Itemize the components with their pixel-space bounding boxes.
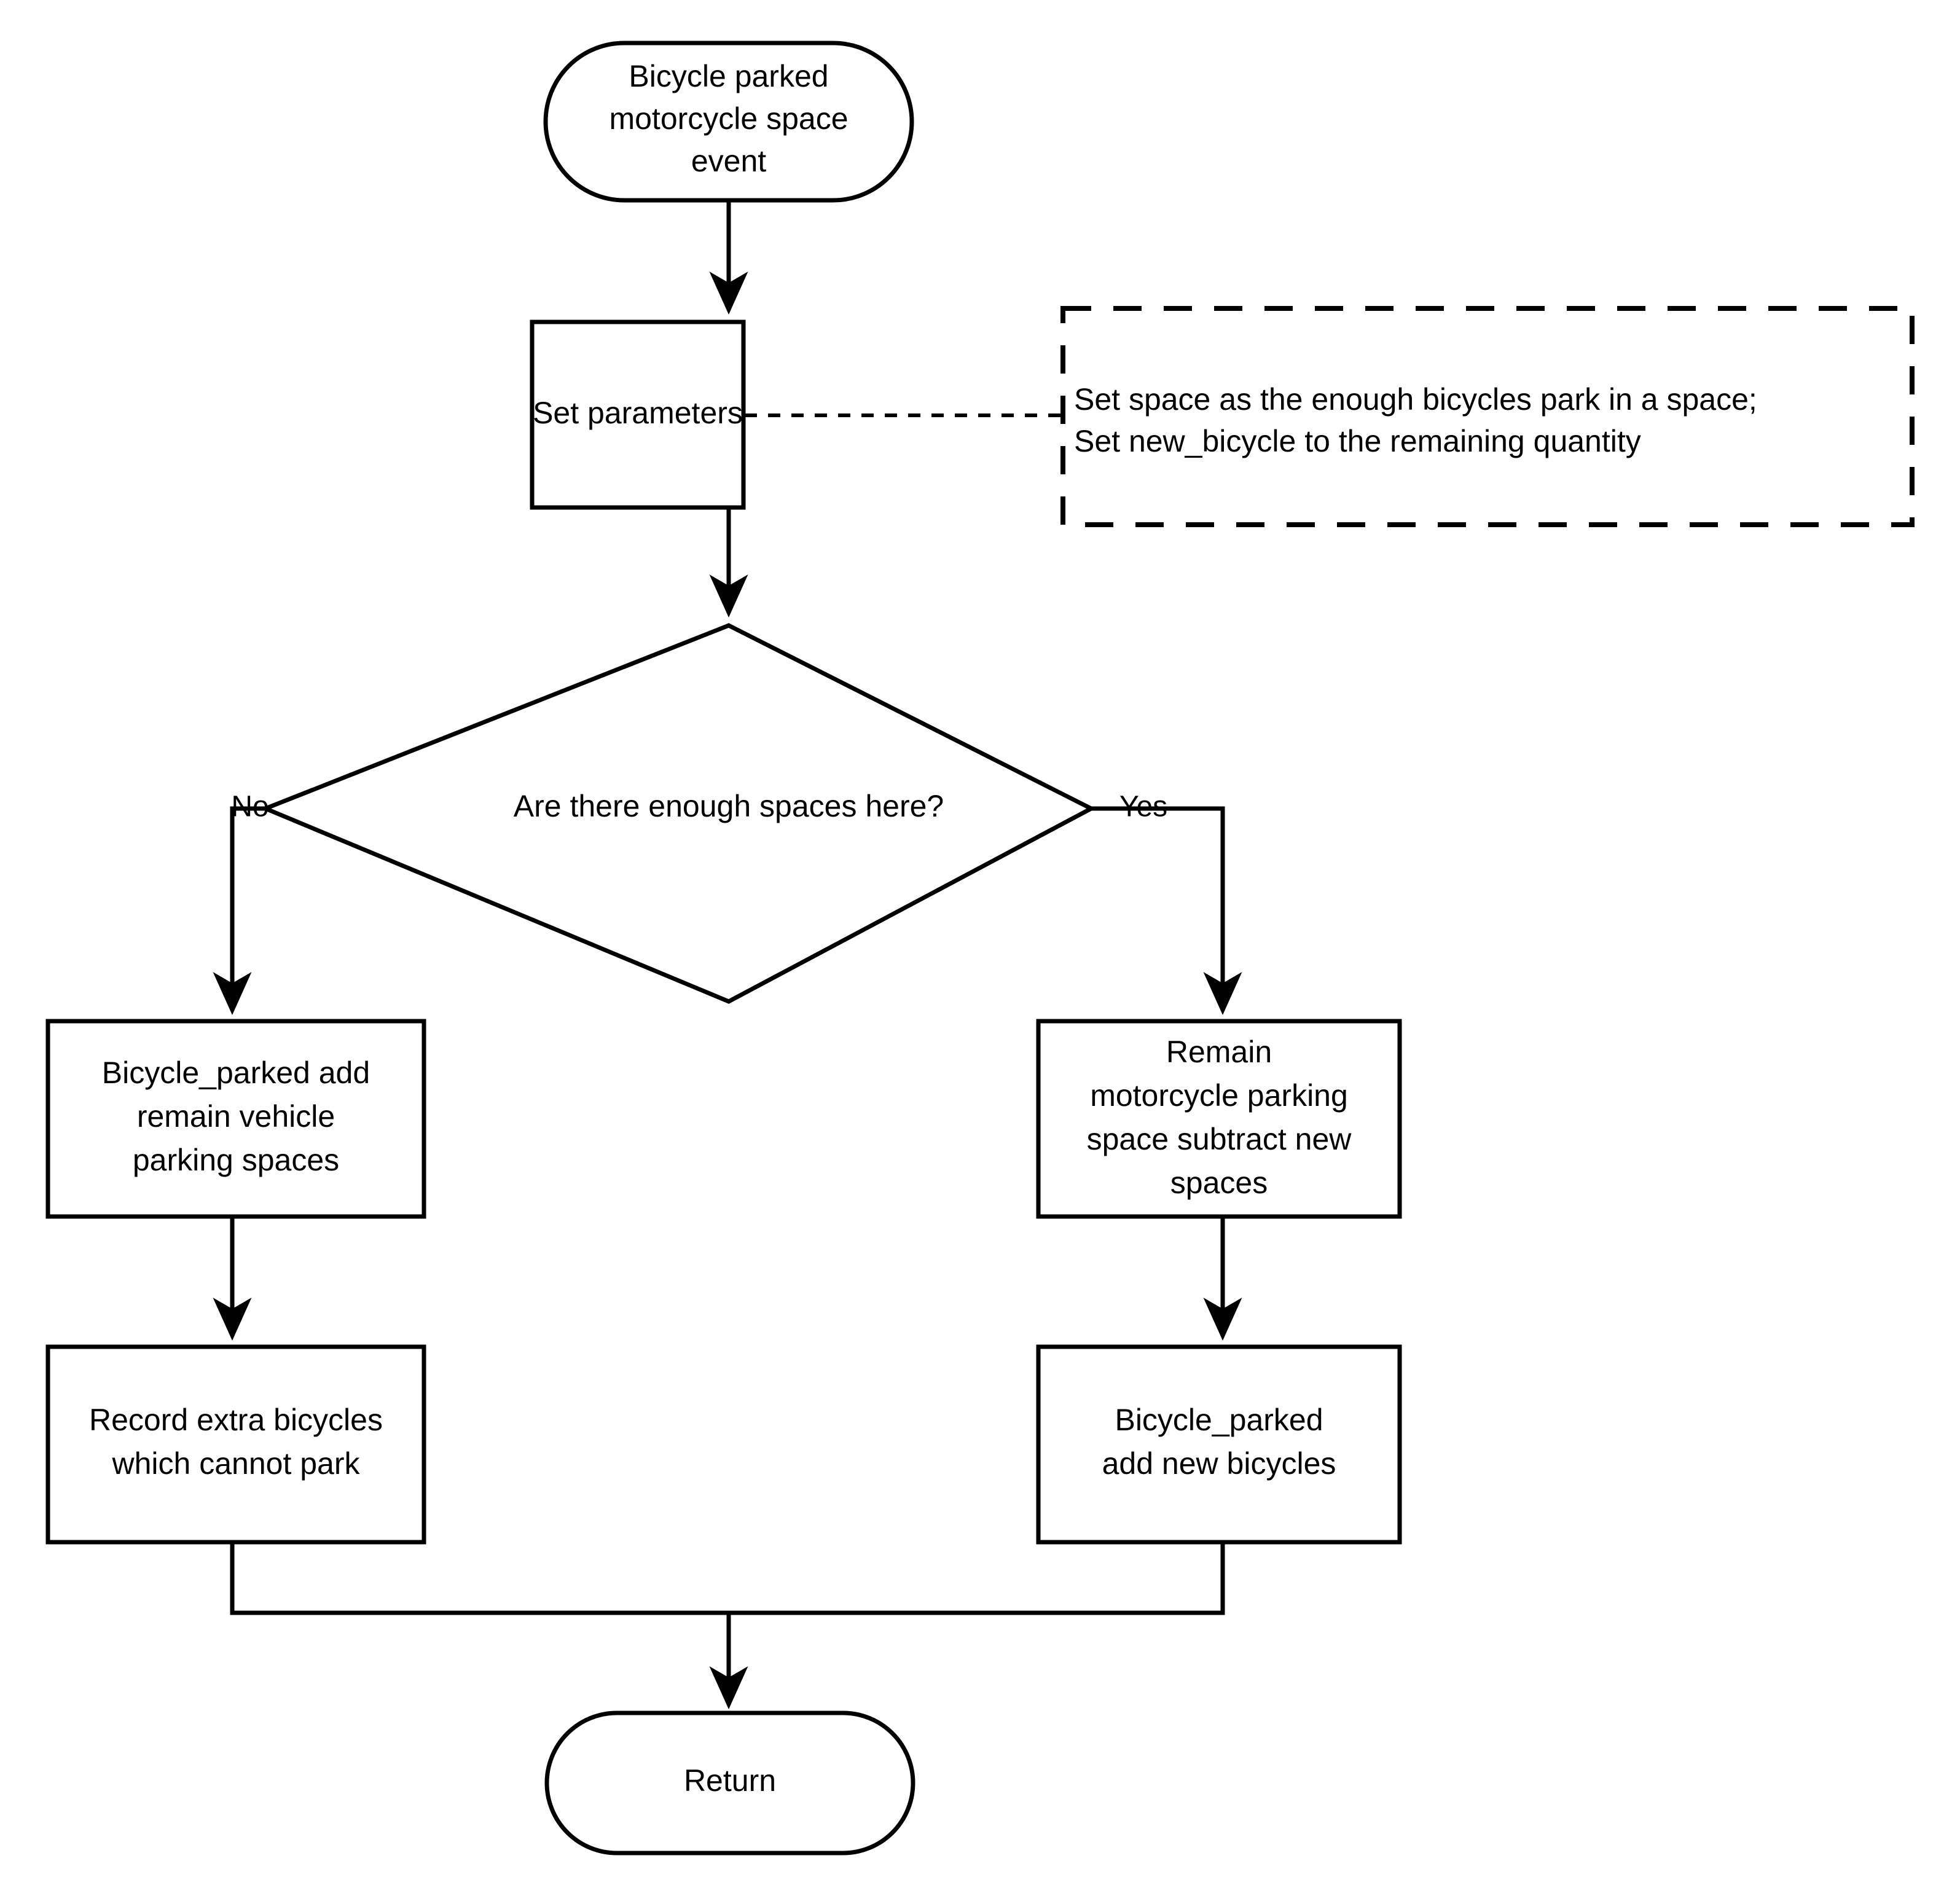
annotation-note-line-2: Set new_bicycle to the remaining quantit… bbox=[1074, 424, 1641, 458]
node-start[interactable] bbox=[543, 41, 914, 203]
edge-label-yes: Yes bbox=[1119, 791, 1167, 823]
edge-yes-step2-to-merge bbox=[729, 1542, 1225, 1615]
node-start-line-2: motorcycle space bbox=[609, 101, 848, 136]
node-decision[interactable] bbox=[259, 623, 1096, 1004]
node-start-line-3: event bbox=[691, 144, 766, 178]
node-no-step2-line-1: Record extra bicycles bbox=[89, 1403, 383, 1437]
node-yes-step2[interactable] bbox=[1036, 1344, 1402, 1545]
node-no-step1-line-2: remain vehicle bbox=[137, 1099, 335, 1134]
node-return-label: Return bbox=[684, 1763, 776, 1798]
node-yes-step2-line-2: add new bicycles bbox=[1102, 1446, 1336, 1481]
edge-decision-no bbox=[213, 806, 265, 1015]
node-yes-step1-line-4: spaces bbox=[1170, 1166, 1268, 1200]
node-yes-step1-line-2: motorcycle parking bbox=[1090, 1078, 1348, 1113]
node-decision-label: Are there enough spaces here? bbox=[514, 789, 944, 823]
node-yes-step1-line-1: Remain bbox=[1166, 1035, 1272, 1069]
node-yes-step1[interactable] bbox=[1036, 1019, 1402, 1219]
node-no-step1[interactable] bbox=[45, 1019, 426, 1219]
edge-decision-yes bbox=[1091, 806, 1242, 1015]
annotation-note bbox=[1060, 306, 1915, 527]
node-start-line-1: Bicycle parked bbox=[629, 59, 828, 93]
node-no-step1-line-3: parking spaces bbox=[133, 1143, 339, 1177]
node-no-step2[interactable] bbox=[45, 1344, 426, 1545]
node-yes-step2-line-1: Bicycle_parked bbox=[1115, 1403, 1323, 1437]
node-no-step2-line-2: which cannot park bbox=[111, 1446, 360, 1481]
node-yes-step1-line-3: space subtract new bbox=[1087, 1122, 1352, 1156]
annotation-note-line-1: Set space as the enough bicycles park in… bbox=[1074, 382, 1757, 417]
node-return[interactable] bbox=[544, 1710, 915, 1855]
edge-no-step2-to-merge bbox=[230, 1542, 729, 1615]
node-set-parameters[interactable] bbox=[530, 319, 746, 510]
node-no-step1-line-1: Bicycle_parked add bbox=[102, 1056, 370, 1090]
edge-label-no: No bbox=[231, 791, 269, 823]
node-set-parameters-label: Set parameters bbox=[533, 396, 743, 430]
